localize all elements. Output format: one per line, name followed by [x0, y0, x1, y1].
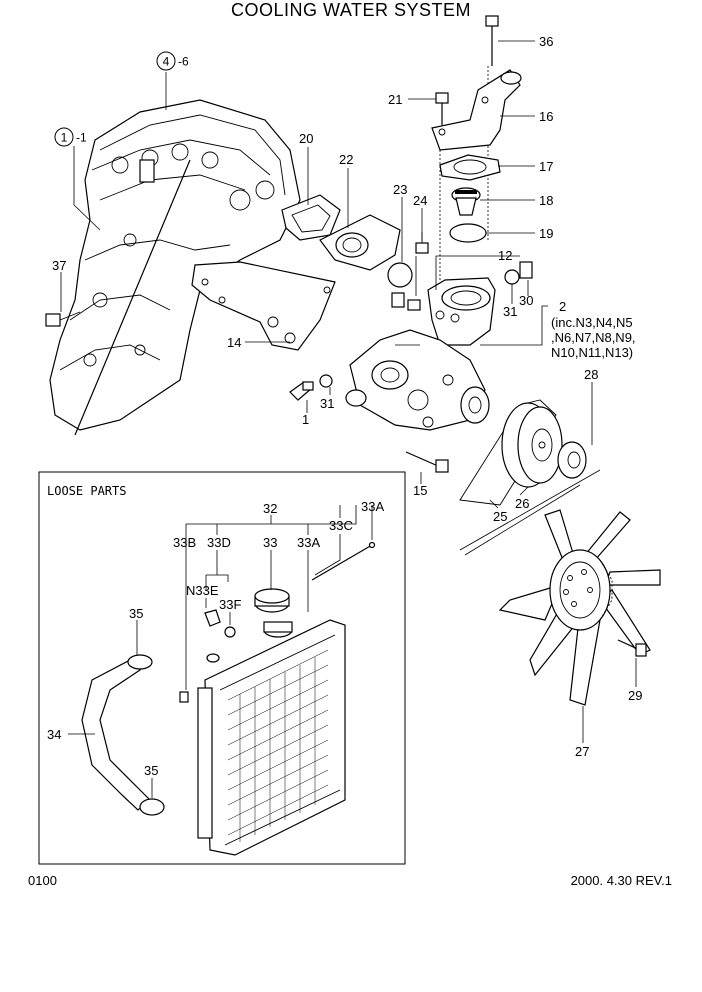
leader-lines	[60, 40, 637, 743]
callout-33F: 33F	[219, 597, 241, 612]
callout-32: 32	[263, 501, 277, 516]
plug-30	[519, 261, 533, 279]
gasket-17	[439, 154, 501, 181]
callout-33B: 33B	[173, 535, 196, 550]
callout-15: 15	[413, 483, 427, 498]
callout-36: 36	[539, 34, 553, 49]
revision-date: 2000. 4.30 REV.1	[570, 873, 672, 888]
thermostat-18	[451, 187, 481, 216]
callout-35-upper: 35	[129, 606, 143, 621]
callout-N33E: N33E	[186, 583, 219, 598]
callout-33A-lower: 33A	[297, 535, 320, 550]
gasket-33F	[224, 626, 236, 638]
bolt-21	[435, 92, 449, 125]
circled-ref-4: 4 -6	[156, 51, 189, 71]
callout-33D: 33D	[207, 535, 231, 550]
o-ring-23	[387, 262, 413, 288]
callout-16: 16	[539, 109, 553, 124]
radiator-cap-33	[254, 588, 290, 613]
callout-25: 25	[493, 509, 507, 524]
callout-28: 28	[584, 367, 598, 382]
bolt-37	[45, 311, 81, 327]
pump-housing-2	[427, 277, 496, 346]
page-title: COOLING WATER SYSTEM	[230, 0, 472, 20]
loose-parts-leader-lines	[68, 505, 373, 798]
callout-37: 37	[52, 258, 66, 273]
radiator-hose-34	[81, 659, 151, 811]
callout-26: 26	[515, 496, 529, 511]
callout-21: 21	[388, 92, 402, 107]
thermostat-cover-16	[431, 69, 522, 151]
circled-ref-4-suffix: -6	[178, 55, 189, 69]
callout-30: 30	[519, 293, 533, 308]
callout-1: 1	[302, 412, 309, 427]
callout-29: 29	[628, 688, 642, 703]
o-ring-19	[449, 223, 487, 243]
cooling-fan-27	[498, 509, 661, 706]
circled-ref-1-number: 1	[61, 131, 68, 145]
callout-27: 27	[575, 744, 589, 759]
callout-2: 2	[559, 299, 566, 314]
hose-clamp-35-lower	[139, 798, 165, 816]
callout-33A-upper: 33A	[361, 499, 384, 514]
callout-31-lower: 31	[320, 396, 334, 411]
callout-35-lower: 35	[144, 763, 158, 778]
sensor-1	[289, 381, 314, 401]
callout-19: 19	[539, 226, 553, 241]
gasket-14	[191, 261, 336, 351]
callout-23: 23	[393, 182, 407, 197]
callout-22: 22	[339, 152, 353, 167]
callout-24: 24	[413, 193, 427, 208]
loose-parts-label: LOOSE PARTS	[47, 484, 126, 498]
callout-31-upper: 31	[503, 304, 517, 319]
loose-parts-panel	[38, 471, 406, 865]
drain-cock-33D	[204, 609, 221, 627]
spacer-28	[557, 441, 587, 479]
page-code: 0100	[28, 873, 57, 888]
pulley-26	[501, 402, 563, 488]
water-pump-body	[345, 329, 490, 431]
callout-20: 20	[299, 131, 313, 146]
engine-block	[49, 99, 301, 436]
bolt-29	[617, 639, 647, 657]
plug-12	[391, 292, 421, 311]
circled-ref-4-number: 4	[163, 55, 170, 69]
o-ring-31-lower	[319, 374, 333, 388]
callout-2-note-line1: (inc.N3,N4,N5	[551, 315, 633, 330]
callout-2-note-line3: N10,N11,N13)	[551, 345, 633, 360]
circled-ref-1: 1 -1	[54, 127, 87, 147]
radiator-assembly	[179, 619, 346, 856]
callout-14: 14	[227, 335, 241, 350]
water-outlet-22	[319, 214, 401, 271]
callout-18: 18	[539, 193, 553, 208]
callout-12: 12	[498, 248, 512, 263]
callout-17: 17	[539, 159, 553, 174]
overflow-pipe-33C	[311, 541, 376, 581]
bolt-15	[405, 451, 449, 473]
callout-34: 34	[47, 727, 61, 742]
callout-2-note-line2: ,N6,N7,N8,N9,	[551, 330, 636, 345]
callout-33C: 33C	[329, 518, 353, 533]
hose-clamp-35-upper	[127, 654, 153, 670]
circled-ref-1-suffix: -1	[76, 131, 87, 145]
callout-33: 33	[263, 535, 277, 550]
o-ring-31-upper	[504, 269, 520, 285]
callout-labels: 36 21 16 17 18 19 20 22 23 24 12 31 30 2…	[47, 34, 642, 778]
